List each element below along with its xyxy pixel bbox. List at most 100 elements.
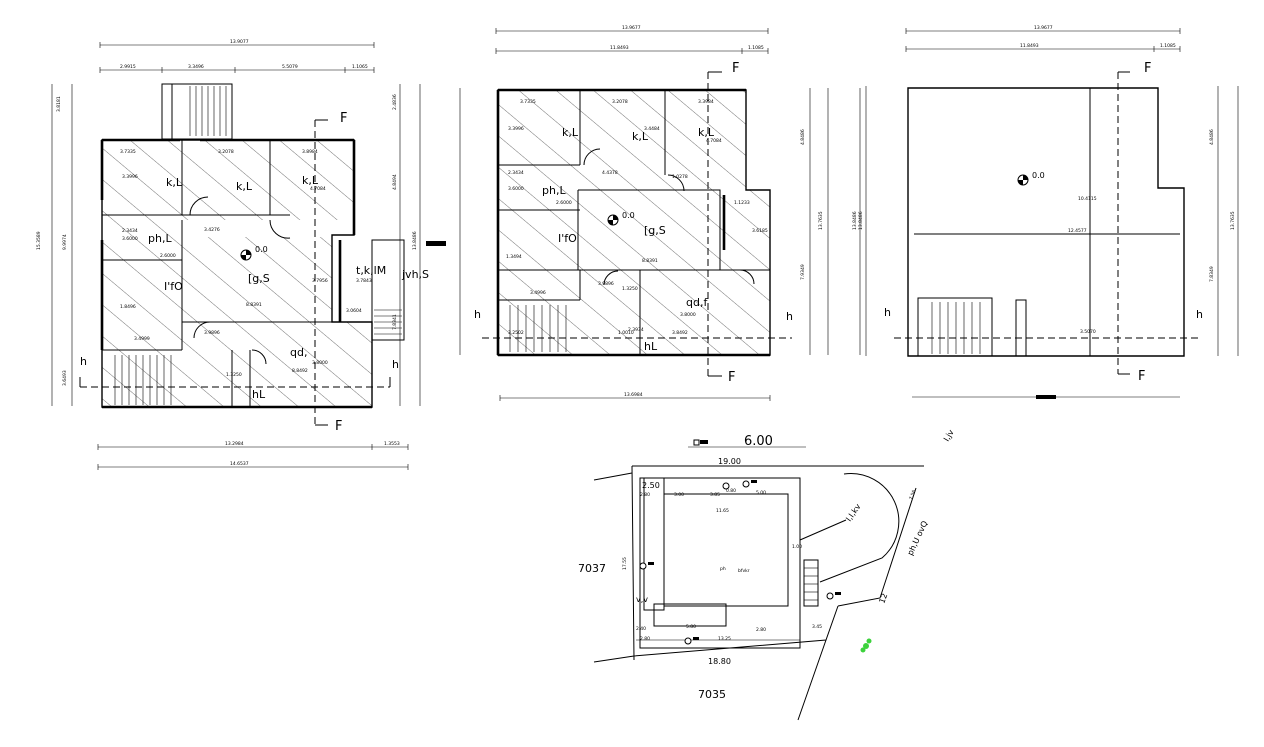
site-dim-16: 12	[877, 592, 889, 605]
dim-room-15: 8.8492	[292, 368, 308, 374]
dim-room-10: 1.8496	[120, 304, 136, 310]
room-label-d: ph,L	[148, 232, 172, 245]
dim-inner-h: 12.4577	[1068, 228, 1087, 234]
room-label-h: hL	[252, 388, 266, 401]
dim-left-seg-3: 3.6493	[62, 370, 68, 386]
site-dim-4: 3.85	[710, 492, 720, 498]
site-width-top: 19.00	[718, 457, 741, 466]
dim-room-18: 1.3250	[622, 286, 638, 292]
site-width-bottom: 18.80	[708, 657, 731, 666]
dim-room-1: 3.7335	[120, 149, 136, 155]
ground-floor-plan: 13.9077 2.9915 3.3496 5.5079 1.1065 3.81…	[36, 39, 446, 470]
dim-left-seg-1: 3.8181	[56, 96, 62, 112]
dim-room-9: 4.4378	[602, 170, 618, 176]
dim-room-7: 3.6000	[122, 236, 138, 242]
room-label-b: k,L	[632, 130, 649, 143]
dim-room-8: 3.6000	[508, 186, 524, 192]
site-road-top-right-label: I,jv	[942, 428, 956, 443]
dim-room-1: 3.7335	[520, 99, 536, 105]
dim-top-seg-2: 3.3496	[188, 64, 204, 70]
dim-room-2: 3.2078	[218, 149, 234, 155]
dim-room-6: 2.3434	[122, 228, 138, 234]
site-dim-3: 3.00	[674, 492, 684, 498]
dim-room-12: 1.1233	[734, 200, 750, 206]
level-label: 0.0	[1032, 171, 1045, 180]
dim-room-14: 1.3494	[506, 254, 522, 260]
site-dim-5: 0.80	[726, 488, 736, 494]
dim-room-17: 3.0604	[346, 308, 362, 314]
room-label-f: [g,S	[644, 224, 666, 237]
dim-room-12: 3.4999	[134, 336, 150, 342]
dim-top-overall: 13.9677	[1034, 25, 1053, 31]
dim-room-21: 3.8492	[672, 330, 688, 336]
dim-room-3: 3.3996	[508, 126, 524, 132]
site-dim-7: 11.65	[716, 508, 729, 514]
dim-room-19: 3.7843	[356, 278, 372, 284]
section-f-bottom-label: F	[1138, 369, 1145, 384]
dim-room-22: 3.2502	[508, 330, 524, 336]
dim-top-overall: 13.9677	[622, 25, 641, 31]
road-right-label: ph,U ovQ	[906, 519, 930, 556]
site-dim-1: 2.50	[642, 481, 660, 490]
section-h-right-label: h	[786, 310, 793, 323]
site-dim-12: 3.45	[812, 624, 822, 630]
dim-left-overall: 13.8486	[858, 211, 864, 230]
site-plan: 6.00 19.00 I,jv 2.50 2.80 3.00 3.85 0.80…	[578, 428, 956, 721]
section-h-left-label: h	[884, 306, 891, 319]
plot-left-label: 7037	[578, 562, 606, 575]
room-label-a: k,L	[562, 126, 579, 139]
dim-right-overall: 13.8486	[412, 231, 418, 250]
site-dim-6: 5.00	[756, 490, 766, 496]
site-dim-8: 1.00	[792, 544, 802, 550]
dim-room-6: 4.7084	[706, 138, 722, 144]
dim-top-seg-4: 1.1065	[352, 64, 368, 70]
dim-left-seg-2: 9.9974	[62, 234, 68, 250]
dim-left-overall: 15.3589	[36, 231, 42, 250]
center-label-2: bfvkr	[738, 568, 750, 574]
dim-right-overall: 13.8486	[852, 211, 858, 230]
site-dim-13: 2.40	[636, 626, 646, 632]
dim-top-seg-1: 2.9915	[120, 64, 136, 70]
room-label-d: ph,L	[542, 184, 566, 197]
site-level-markers	[639, 480, 841, 645]
dim-bottom-seg-2: 1.3553	[384, 441, 400, 447]
dim-top-seg-3: 5.5079	[282, 64, 298, 70]
room-label-g: qd,	[290, 346, 307, 359]
dim-inner-bottom: 3.5070	[1080, 329, 1096, 335]
tree-marker-icon	[860, 638, 872, 653]
section-f-bottom-label: F	[728, 370, 735, 385]
dim-right-seg-3: 7.9349	[800, 264, 806, 280]
section-f-top-label: F	[340, 111, 347, 126]
site-dim-15: 17.55	[622, 557, 628, 570]
dim-room-5: 4.7084	[310, 186, 326, 192]
dim-room-3: 3.3996	[122, 174, 138, 180]
dim-room-13: 3.9896	[204, 330, 220, 336]
room-label-c: k,L	[302, 174, 319, 187]
dim-room-23: 1.0010	[618, 330, 634, 336]
room-label-j: jvh,S	[401, 268, 429, 281]
dim-room-5: 3.3984	[698, 99, 714, 105]
site-top-road-dim: 6.00	[744, 434, 773, 449]
center-label-1: ph	[720, 566, 726, 572]
dim-top-seg-2: 1.1085	[748, 45, 764, 51]
lower-label: v,v	[636, 595, 648, 604]
dim-room-8: 3.4276	[204, 227, 220, 233]
dim-right-seg-1: 2.4836	[392, 94, 398, 110]
room-label-c: k,L	[698, 126, 715, 139]
dim-bottom-seg-1: 13.2984	[225, 441, 244, 447]
dim-top-overall: 13.9077	[230, 39, 249, 45]
dim-room-18: 1.3250	[226, 372, 242, 378]
section-h-left-label: h	[474, 308, 481, 321]
dim-inner-v: 10.4115	[1078, 196, 1097, 202]
room-label-e: I'fO	[558, 232, 577, 245]
dim-room-14: 3.8000	[312, 360, 328, 366]
dim-room-7: 2.3434	[508, 170, 524, 176]
dim-right-seg-1: 4.8486	[800, 129, 806, 145]
dim-right-seg-2: 4.8494	[392, 174, 398, 190]
section-f-top-label: F	[1144, 61, 1151, 76]
section-h-right-label: h	[1196, 308, 1203, 321]
dim-room-10: 1.0278	[672, 174, 688, 180]
level-label: 0.0	[622, 211, 635, 220]
level-label: 0.0	[255, 245, 268, 254]
